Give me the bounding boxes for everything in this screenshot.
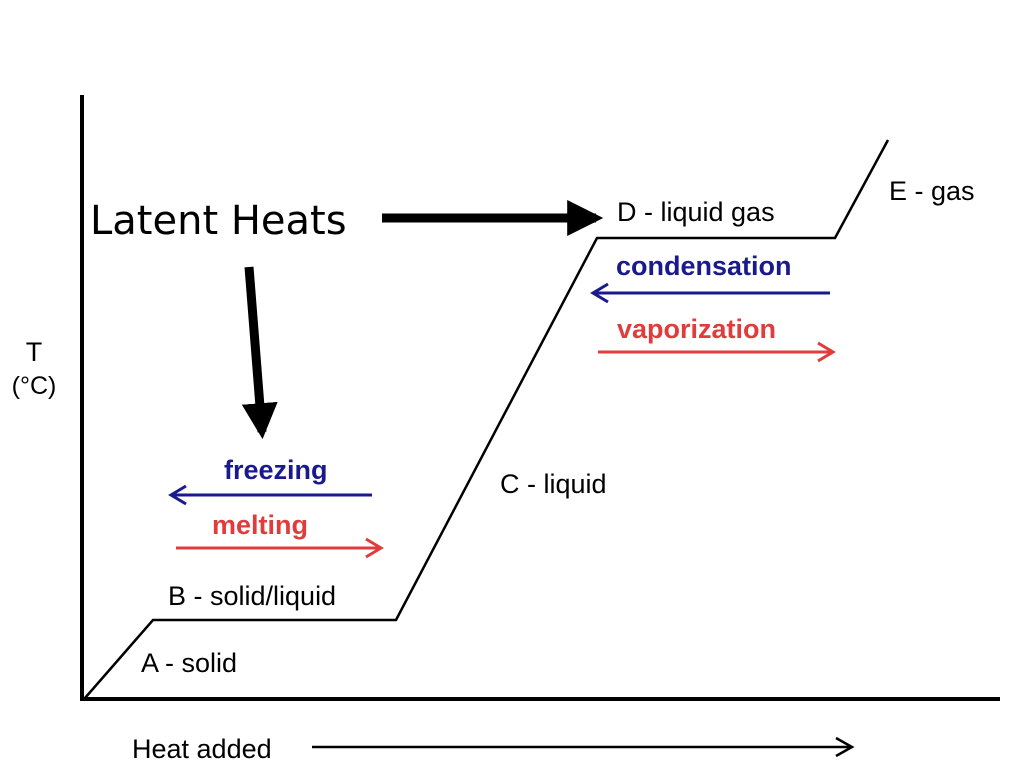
x-axis-label: Heat added (132, 734, 272, 764)
segment-label-b: B - solid/liquid (168, 581, 336, 611)
y-axis-label: T (26, 337, 43, 367)
freezing-label: freezing (224, 455, 328, 485)
y-axis-unit: (°C) (12, 372, 57, 400)
freezing-arrowhead (168, 484, 187, 506)
segment-label-c: C - liquid (500, 469, 607, 499)
x-axis-arrowhead (835, 736, 855, 758)
condensation-arrowhead (590, 282, 609, 304)
latent-heats-arrow-down (241, 266, 278, 440)
condensation-label: condensation (616, 251, 792, 281)
vaporization-label: vaporization (617, 314, 776, 344)
melting-label: melting (212, 510, 308, 540)
segment-label-a: A - solid (141, 648, 237, 678)
latent-heats-label: Latent Heats (90, 198, 347, 244)
melting-arrowhead (365, 537, 384, 559)
segment-label-e: E - gas (889, 176, 975, 206)
heating-curve (84, 139, 890, 699)
vaporization-arrowhead (817, 341, 836, 363)
segment-label-d: D - liquid gas (617, 197, 775, 227)
